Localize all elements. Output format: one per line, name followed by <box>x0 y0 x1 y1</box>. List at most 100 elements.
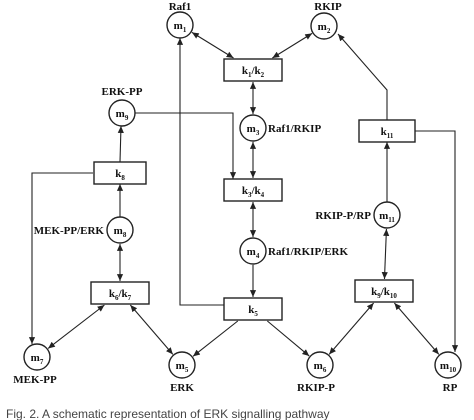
node-m1-circle <box>166 11 194 39</box>
node-m2-label: RKIP <box>314 1 342 13</box>
node-k11: k11 <box>358 119 416 143</box>
node-k1k2: k1/k2 <box>223 58 283 82</box>
node-m3-main: m <box>247 123 256 135</box>
reaction-k6k7-k1: k <box>122 288 129 300</box>
reaction-k9k10-box <box>354 279 414 303</box>
reaction-k6k7-symbol: k6/k7 <box>109 288 132 302</box>
reaction-k9k10-k0-sub: 9 <box>377 292 381 300</box>
edges-layer <box>28 31 459 357</box>
node-m2-symbol: m2 <box>318 21 331 35</box>
reaction-k6k7-k0-sub: 6 <box>115 294 119 302</box>
edge-m7-to-k6k7 <box>47 304 105 349</box>
edge-k8-to-m9 <box>117 125 124 163</box>
edge-k5-to-m1 <box>176 38 224 306</box>
node-m3-circle <box>239 114 267 142</box>
node-m2-main: m <box>318 21 327 33</box>
node-m4-symbol: m4 <box>247 246 260 260</box>
edge-m2-to-k1k2 <box>272 32 313 59</box>
node-m8-sub: 8 <box>123 231 127 239</box>
node-m11-sub: 11 <box>388 216 395 224</box>
reaction-k1k2-k0-sub: 1 <box>248 71 252 79</box>
node-m5-main: m <box>176 360 185 372</box>
edge-k9k10-to-m11 <box>381 228 390 280</box>
node-m8-main: m <box>114 225 123 237</box>
reaction-k1k2-symbol: k1/k2 <box>242 65 265 79</box>
edge-m5-to-k6k7 <box>129 304 174 355</box>
node-m11-circle <box>373 201 401 229</box>
node-k6k7: k6/k7 <box>90 281 150 305</box>
node-m9-symbol: m9 <box>116 108 129 122</box>
node-m6-sub: 6 <box>323 366 327 374</box>
reaction-k9k10-k0: k <box>371 286 378 298</box>
node-m3-symbol: m3 <box>247 123 260 137</box>
node-m4-circle <box>239 237 267 265</box>
reaction-k8-k0: k <box>115 168 122 180</box>
node-m7-circle <box>23 343 51 371</box>
reaction-k1k2-box <box>223 58 283 82</box>
node-m3: m3 Raf1/RKIP <box>239 114 321 142</box>
edge-k5-to-m5 <box>192 320 239 357</box>
node-m11-label: RKIP-P/RP <box>315 210 371 222</box>
node-m9-sub: 9 <box>125 114 129 122</box>
reaction-k1k2-k1: k <box>255 65 262 77</box>
edge-k11-to-m10 <box>415 130 459 352</box>
node-m5-sub: 5 <box>185 366 189 374</box>
node-m9-circle <box>108 99 136 127</box>
reaction-k3k4-box <box>223 178 283 202</box>
reaction-k11-k0-sub: 11 <box>387 132 394 140</box>
edge-m9-to-k3k4 <box>135 112 237 179</box>
node-m3-sub: 3 <box>256 129 260 137</box>
node-m2-sub: 2 <box>327 27 331 35</box>
node-m10-circle <box>434 351 462 379</box>
node-m2-circle <box>310 12 338 40</box>
edge-m6-to-k9k10 <box>328 302 375 355</box>
reaction-k1k2-k0: k <box>242 65 249 77</box>
node-m10-sub: 10 <box>449 366 457 374</box>
reaction-k8-symbol: k8 <box>115 168 125 182</box>
node-m10-symbol: m10 <box>440 360 457 374</box>
edge-k11-to-m2 <box>337 33 388 120</box>
edge-m1-to-k1k2 <box>191 31 234 59</box>
node-m2: m2 RKIP <box>310 1 342 40</box>
reaction-k9k10-k1-sub: 10 <box>390 292 398 300</box>
reaction-k8-k0-sub: 8 <box>121 174 125 182</box>
reaction-k11-symbol: k11 <box>381 126 394 140</box>
node-m1-main: m <box>174 20 183 32</box>
node-m4-sub: 4 <box>256 252 260 260</box>
node-m7-main: m <box>31 352 40 364</box>
node-m10-label: RP <box>443 382 458 394</box>
node-m7-label: MEK-PP <box>13 374 57 386</box>
edge-k8-to-m7 <box>28 172 93 344</box>
node-m6-symbol: m6 <box>314 360 327 374</box>
reaction-k3k4-k0: k <box>242 185 249 197</box>
reaction-k3k4-k0-sub: 3 <box>248 191 252 199</box>
reaction-k1k2-k1-sub: 2 <box>261 71 265 79</box>
node-m5-circle <box>168 351 196 379</box>
node-m7-symbol: m7 <box>31 352 44 366</box>
node-m8-symbol: m8 <box>114 225 127 239</box>
reaction-k8-box <box>93 161 147 185</box>
node-m5-label: ERK <box>170 382 194 394</box>
edge-m10-to-k9k10 <box>393 302 440 355</box>
reaction-k9k10-slash: / <box>380 286 385 298</box>
node-m3-label: Raf1/RKIP <box>268 123 321 135</box>
node-m11-main: m <box>379 210 388 222</box>
node-k5: k5 <box>223 297 283 321</box>
node-m6-main: m <box>314 360 323 372</box>
reaction-k6k7-box <box>90 281 150 305</box>
reaction-k11-box <box>358 119 416 143</box>
node-m5-symbol: m5 <box>176 360 189 374</box>
node-k3k4: k3/k4 <box>223 178 283 202</box>
node-m4-main: m <box>247 246 256 258</box>
node-m6-label: RKIP-P <box>297 382 335 394</box>
node-m7-sub: 7 <box>40 358 44 366</box>
